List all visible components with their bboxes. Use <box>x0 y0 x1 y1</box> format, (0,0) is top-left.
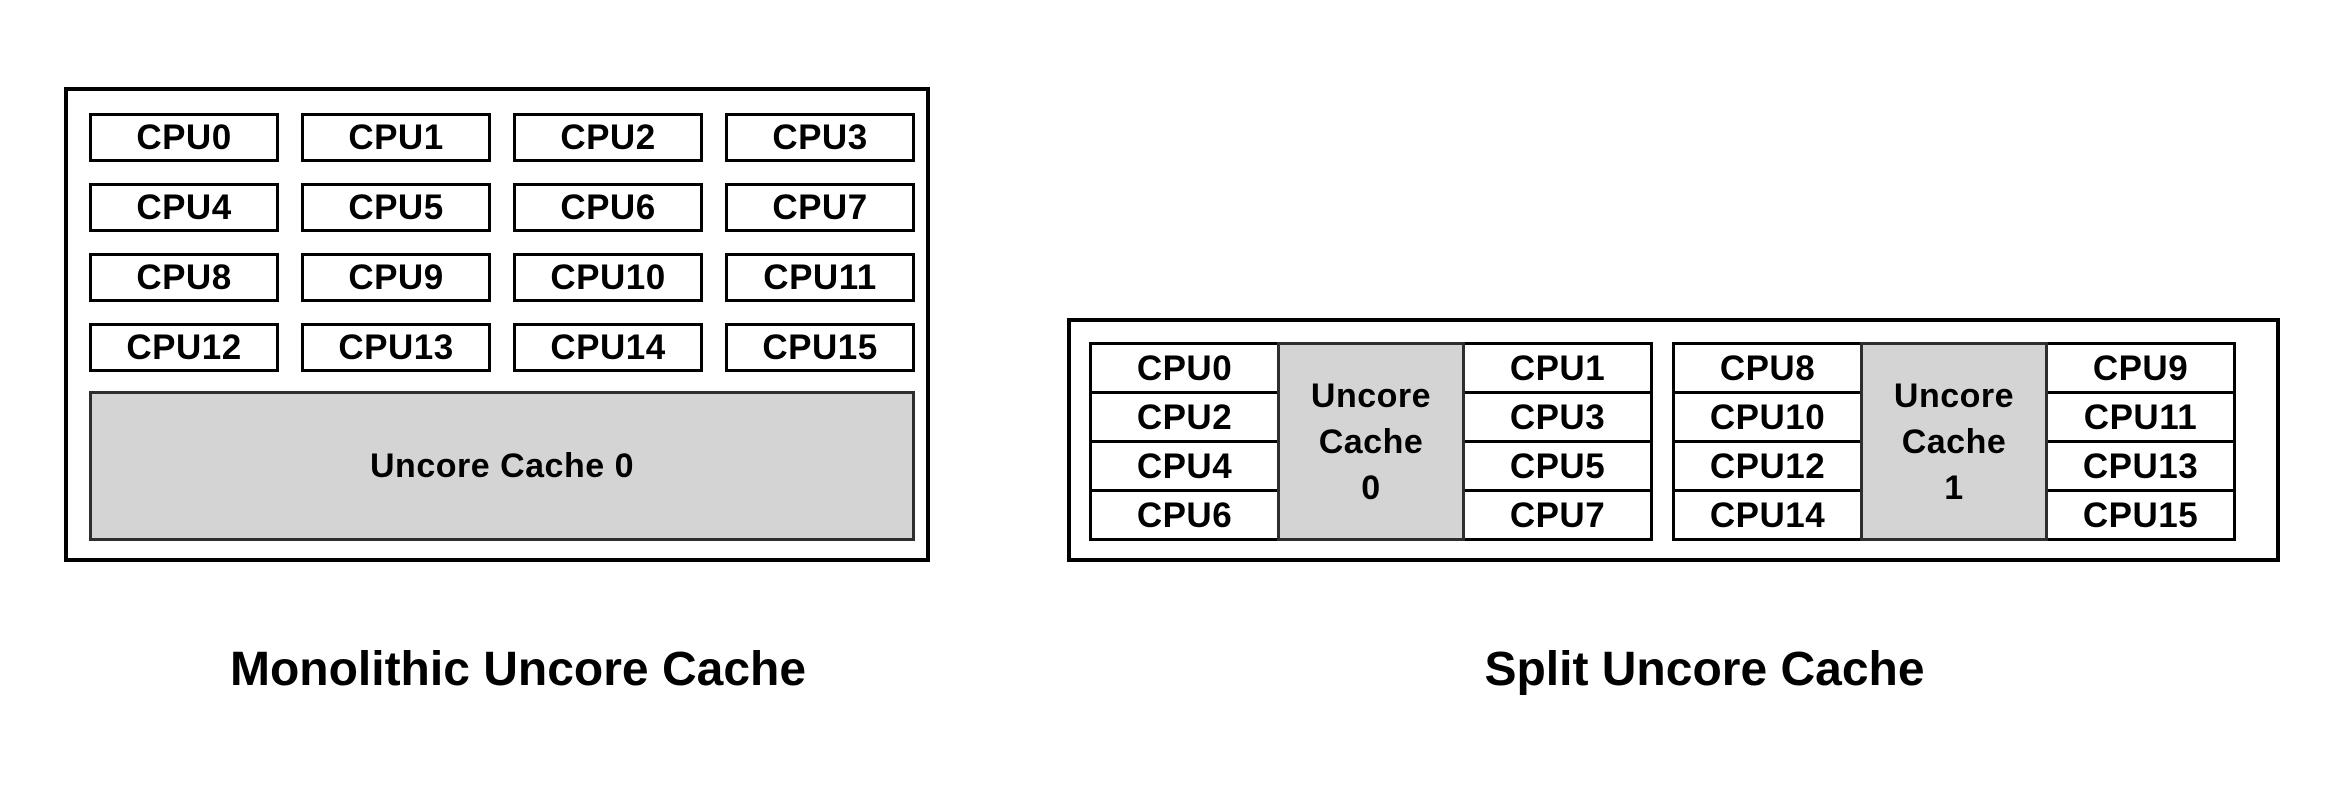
cpu-box: CPU4 <box>89 183 279 232</box>
cpu-box: CPU9 <box>2045 342 2236 394</box>
cpu-box: CPU8 <box>1672 342 1863 394</box>
split-caption: Split Uncore Cache <box>1484 643 1925 696</box>
cpu-box: CPU1 <box>301 113 491 162</box>
cpu-box: CPU1 <box>1462 342 1653 394</box>
cpu-box: CPU11 <box>2045 391 2236 443</box>
cpu-box: CPU9 <box>301 253 491 302</box>
cpu-box: CPU13 <box>301 323 491 372</box>
uncore-cache-0-cell: Uncore Cache 0 <box>1277 342 1465 541</box>
cpu-box: CPU0 <box>1089 342 1280 394</box>
cpu-box: CPU13 <box>2045 440 2236 492</box>
cpu-box: CPU11 <box>725 253 915 302</box>
cpu-box: CPU12 <box>1672 440 1863 492</box>
monolithic-caption: Monolithic Uncore Cache <box>229 643 807 696</box>
cpu-box: CPU5 <box>1462 440 1653 492</box>
cpu-box: CPU15 <box>2045 489 2236 541</box>
uncore-cache-0-box: Uncore Cache 0 <box>89 391 915 541</box>
cpu-box: CPU3 <box>1462 391 1653 443</box>
uncore-cache-1-cell: Uncore Cache 1 <box>1860 342 2048 541</box>
cpu-box: CPU14 <box>1672 489 1863 541</box>
cpu-box: CPU10 <box>513 253 703 302</box>
cpu-box: CPU7 <box>725 183 915 232</box>
cpu-box: CPU4 <box>1089 440 1280 492</box>
cpu-box: CPU7 <box>1462 489 1653 541</box>
cpu-box: CPU2 <box>513 113 703 162</box>
cpu-box: CPU0 <box>89 113 279 162</box>
cpu-box: CPU10 <box>1672 391 1863 443</box>
cpu-box: CPU5 <box>301 183 491 232</box>
cpu-box: CPU8 <box>89 253 279 302</box>
cpu-box: CPU6 <box>513 183 703 232</box>
cpu-box: CPU2 <box>1089 391 1280 443</box>
cpu-box: CPU3 <box>725 113 915 162</box>
cpu-box: CPU6 <box>1089 489 1280 541</box>
cpu-box: CPU14 <box>513 323 703 372</box>
cpu-box: CPU15 <box>725 323 915 372</box>
cpu-box: CPU12 <box>89 323 279 372</box>
